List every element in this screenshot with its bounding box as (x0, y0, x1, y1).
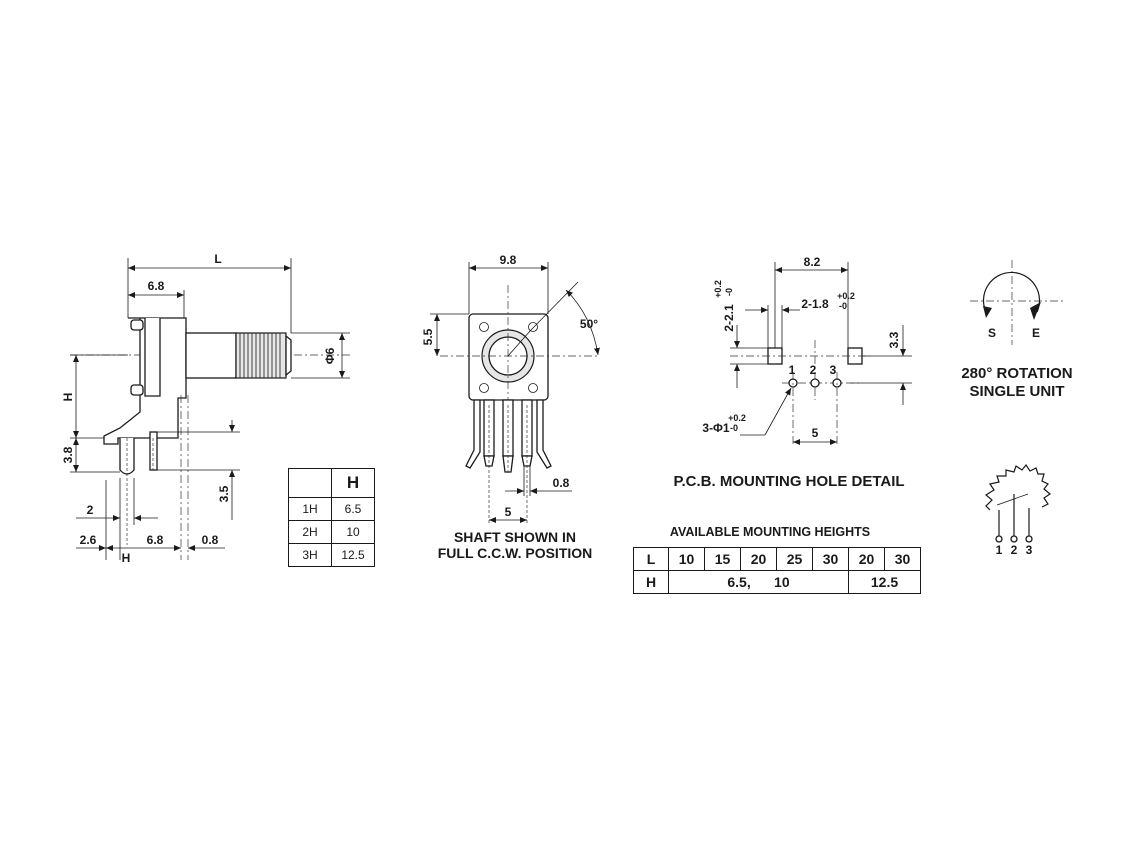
table-cell: 30 (812, 547, 849, 571)
table-cell: 1H (288, 497, 332, 521)
table-row: L 10 15 20 25 30 20 30 (633, 547, 921, 571)
table-cell: 10 (668, 547, 705, 571)
dim-50-deg: 50° (580, 317, 598, 331)
height-table: H 1H 6.5 2H 10 3H 12.5 (288, 468, 375, 567)
dim-slot-width: 2-1.8 (801, 297, 829, 311)
dim-6-8-bottom: 6.8 (147, 533, 164, 547)
rotation-symbol: S E 280° ROTATION SINGLE UNIT (961, 260, 1073, 400)
shaft-caption-1: SHAFT SHOWN IN (454, 529, 576, 545)
mounting-H-label: H (633, 570, 669, 594)
dim-H-side: H (61, 393, 75, 402)
table-row: 2H 10 (288, 520, 375, 544)
table-cell: 20 (848, 547, 885, 571)
rotation-E: E (1032, 326, 1040, 340)
dim-3-3: 3.3 (887, 331, 901, 348)
mounting-table: L 10 15 20 25 30 20 30 H 6.5, 10 12.5 (633, 547, 921, 594)
table-cell: 30 (884, 547, 921, 571)
dim-0-8-side: 0.8 (202, 533, 219, 547)
dim-3-8: 3.8 (61, 446, 75, 463)
dim-9-8: 9.8 (500, 253, 517, 267)
dim-slot-height: 2-2.1 (722, 304, 736, 332)
dim-pitch: 5 (812, 426, 819, 440)
table-cell: 12.5 (331, 543, 375, 567)
slot-height-tol-top: +0.2 (713, 280, 723, 298)
schematic-pin-3: 3 (1026, 543, 1033, 557)
slot-width-tol-top: +0.2 (837, 291, 855, 301)
rotation-line-1: 280° ROTATION (961, 365, 1072, 382)
height-table-header-H: H (331, 468, 375, 498)
dim-2-6: 2.6 (80, 533, 97, 547)
dim-2: 2 (87, 503, 94, 517)
height-table-header-blank (288, 468, 332, 498)
schematic-pin-2: 2 (1011, 543, 1018, 557)
table-row: H 6.5, 10 12.5 (633, 570, 921, 594)
dim-5-5: 5.5 (421, 328, 435, 345)
table-row: 3H 12.5 (288, 543, 375, 567)
dim-0-8-front: 0.8 (553, 476, 570, 490)
dim-H-bottom: H (122, 551, 131, 565)
knurl-lines (239, 333, 281, 378)
schematic-pin-1: 1 (996, 543, 1003, 557)
table-cell: 3H (288, 543, 332, 567)
mounting-title: AVAILABLE MOUNTING HEIGHTS (670, 525, 870, 539)
table-cell: 2H (288, 520, 332, 544)
table-cell: 6.5 (331, 497, 375, 521)
slot-width-tol-bot: -0 (839, 301, 847, 311)
shaft-caption-2: FULL C.C.W. POSITION (438, 545, 593, 561)
pot-schematic: 1 2 3 (984, 463, 1052, 557)
dim-6-8-top: 6.8 (148, 279, 165, 293)
dim-3-5: 3.5 (217, 485, 231, 502)
rotation-S: S (988, 326, 996, 340)
table-cell: 25 (776, 547, 813, 571)
pcb-detail: 8.2 2-1.8 +0.2 -0 2-2.1 +0.2 -0 3.3 (673, 255, 912, 490)
hole-tol-bot: -0 (730, 423, 738, 433)
side-view: L 6.8 Φ (61, 252, 350, 565)
pin-1-label: 1 (789, 363, 796, 377)
dim-8-2: 8.2 (804, 255, 821, 269)
slot-height-tol-bot: -0 (724, 288, 734, 296)
dim-5-front: 5 (505, 505, 512, 519)
dim-hole: 3-Φ1 (702, 421, 730, 435)
rotation-line-2: SINGLE UNIT (969, 383, 1064, 400)
table-cell: 20 (740, 547, 777, 571)
mounting-H-group-2: 12.5 (848, 570, 921, 594)
pin-2-label: 2 (810, 363, 817, 377)
hole-tol-top: +0.2 (728, 413, 746, 423)
dim-phi6: Φ6 (323, 347, 337, 364)
mounting-H-group-1: 6.5, 10 (668, 570, 849, 594)
pcb-title: P.C.B. MOUNTING HOLE DETAIL (673, 473, 904, 490)
dim-L: L (214, 252, 221, 266)
front-view: 9.8 5.5 50° 0. (421, 253, 600, 561)
table-row: 1H 6.5 (288, 497, 375, 521)
pin-3-label: 3 (830, 363, 837, 377)
mounting-L-label: L (633, 547, 669, 571)
table-cell: 10 (331, 520, 375, 544)
table-cell: 15 (704, 547, 741, 571)
